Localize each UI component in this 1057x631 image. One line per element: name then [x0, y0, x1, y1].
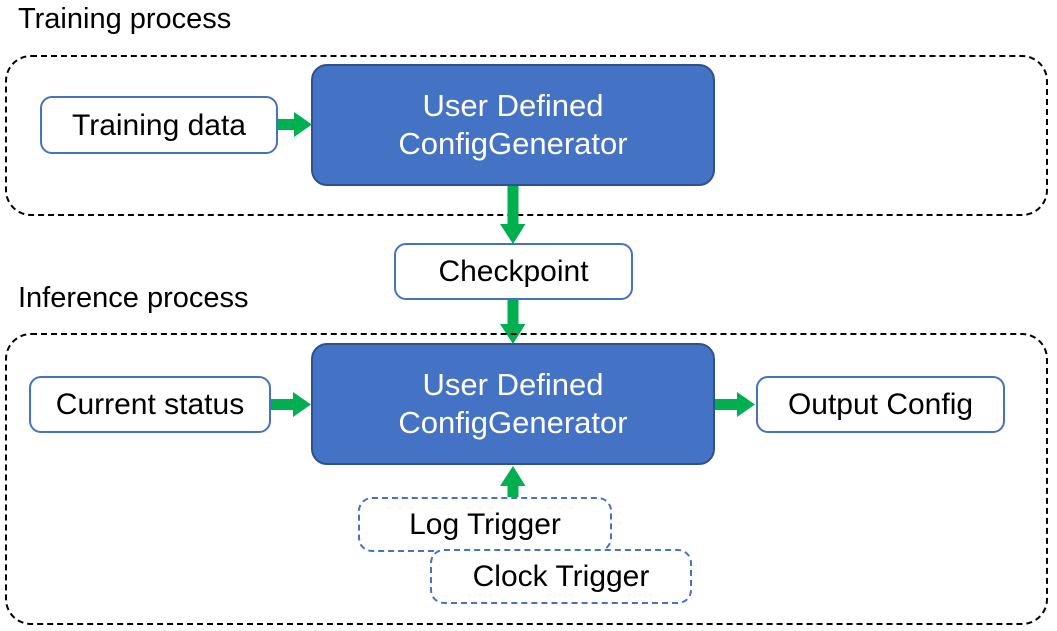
- training-config-generator-node[interactable]: User Defined ConfigGenerator: [311, 64, 715, 186]
- inference-config-generator-line1: User Defined: [422, 367, 604, 403]
- current-status-label: Current status: [55, 388, 245, 421]
- inference-config-generator-node[interactable]: User Defined ConfigGenerator: [311, 343, 715, 465]
- output-config-label: Output Config: [787, 388, 974, 421]
- output-config-node[interactable]: Output Config: [756, 376, 1005, 433]
- arrow-current-status-to-generator: [271, 392, 311, 417]
- arrow-generator-to-output-config: [715, 392, 755, 417]
- inference-process-label: Inference process: [18, 282, 249, 314]
- log-trigger-node[interactable]: Log Trigger: [358, 497, 612, 552]
- training-config-generator-line2: ConfigGenerator: [398, 126, 628, 161]
- checkpoint-node[interactable]: Checkpoint: [394, 243, 633, 300]
- training-data-label: Training data: [72, 108, 246, 142]
- log-trigger-label: Log Trigger: [409, 508, 561, 541]
- inference-process-container: [5, 333, 1048, 625]
- training-data-node[interactable]: Training data: [40, 96, 278, 154]
- clock-trigger-label: Clock Trigger: [472, 560, 650, 593]
- arrow-triggers-to-generator: [500, 466, 526, 504]
- checkpoint-label: Checkpoint: [438, 255, 589, 288]
- arrow-training-data-to-generator: [278, 112, 312, 137]
- arrow-generator-to-checkpoint: [500, 186, 526, 244]
- clock-trigger-node[interactable]: Clock Trigger: [430, 549, 692, 604]
- current-status-node[interactable]: Current status: [29, 376, 271, 433]
- training-process-label: Training process: [18, 3, 232, 35]
- training-process-container: [5, 55, 1048, 216]
- inference-config-generator-line2: ConfigGenerator: [398, 405, 628, 440]
- training-config-generator-line1: User Defined: [422, 88, 604, 124]
